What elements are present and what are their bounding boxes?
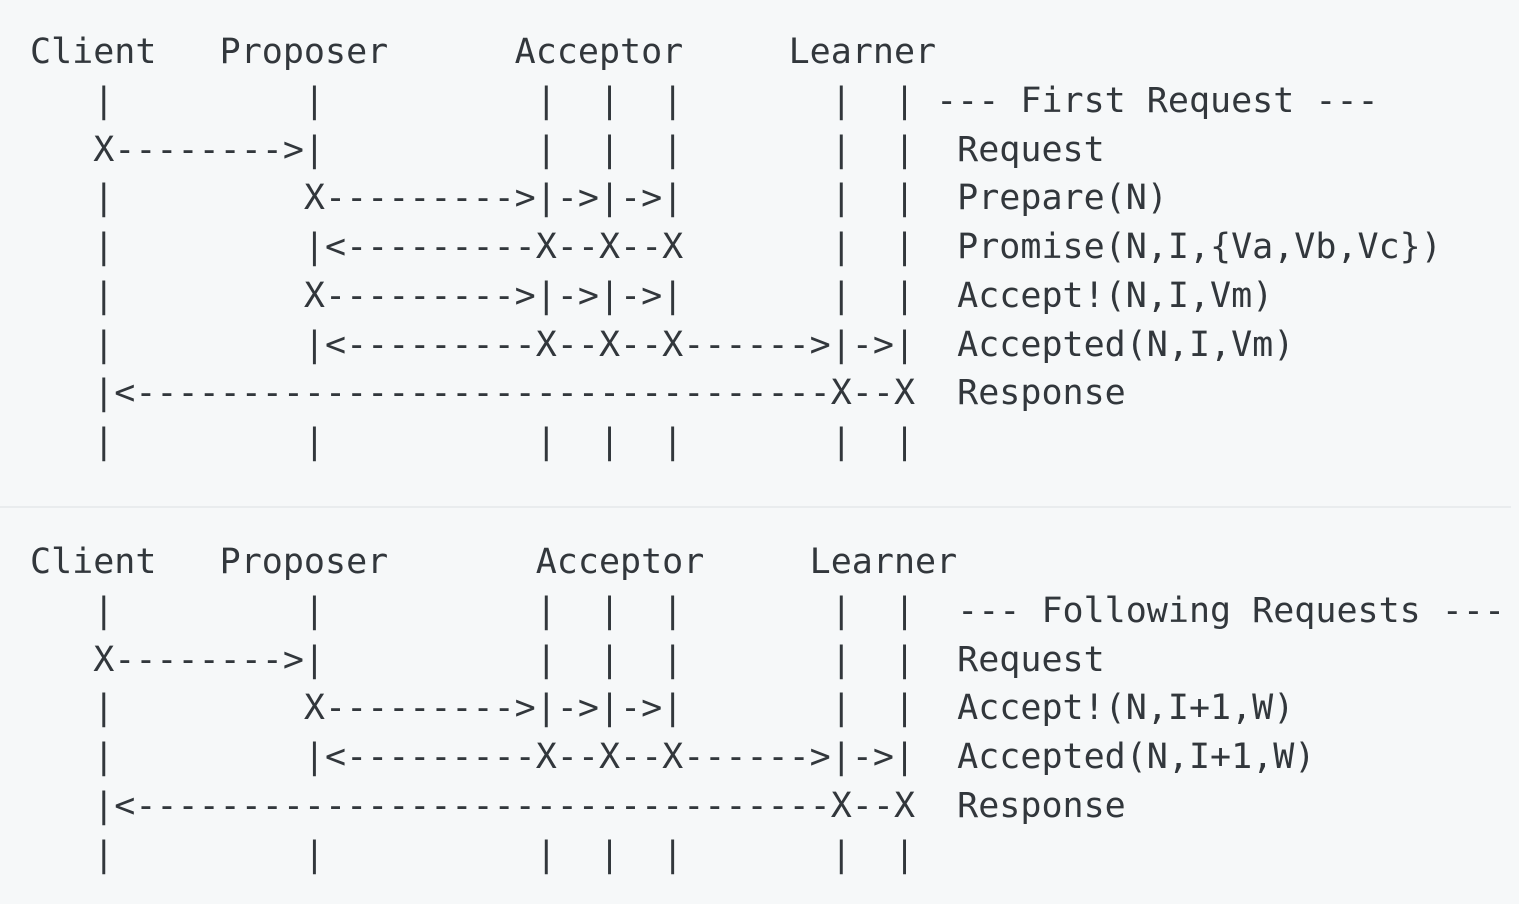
following-requests-ascii-art: Client Proposer Acceptor Learner | | | |…: [30, 542, 1506, 875]
following-requests-section: Client Proposer Acceptor Learner | | | |…: [0, 508, 1519, 904]
first-request-section: Client Proposer Acceptor Learner | | | |…: [30, 32, 1442, 462]
section-divider: [0, 506, 1511, 508]
first-request-ascii-art: Client Proposer Acceptor Learner | | | |…: [30, 32, 1442, 462]
